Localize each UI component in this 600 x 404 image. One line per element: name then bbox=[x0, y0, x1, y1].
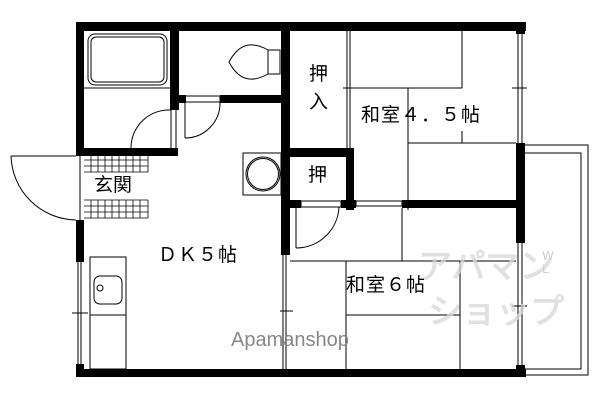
watermark-brand: Apamanshop bbox=[231, 329, 349, 351]
watermark-logo-wl: W L bbox=[542, 249, 554, 277]
walls bbox=[76, 22, 526, 377]
fixtures-lines bbox=[10, 31, 589, 376]
room-label-japanese-6: 和室６帖 bbox=[346, 274, 427, 296]
room-label-japanese-4-5: 和室４．５帖 bbox=[361, 104, 482, 126]
room-label-closet-upper-1: 押 bbox=[309, 63, 329, 85]
room-label-dining-kitchen: ＤＫ５帖 bbox=[158, 244, 239, 266]
watermark-logo-line2: ショップ bbox=[428, 292, 564, 332]
room-label-closet-lower: 押 bbox=[308, 164, 328, 186]
room-label-closet-upper-2: 入 bbox=[309, 91, 329, 113]
room-label-entrance: 玄関 bbox=[94, 174, 133, 196]
watermark-logo-line1: アパマン bbox=[418, 247, 554, 287]
